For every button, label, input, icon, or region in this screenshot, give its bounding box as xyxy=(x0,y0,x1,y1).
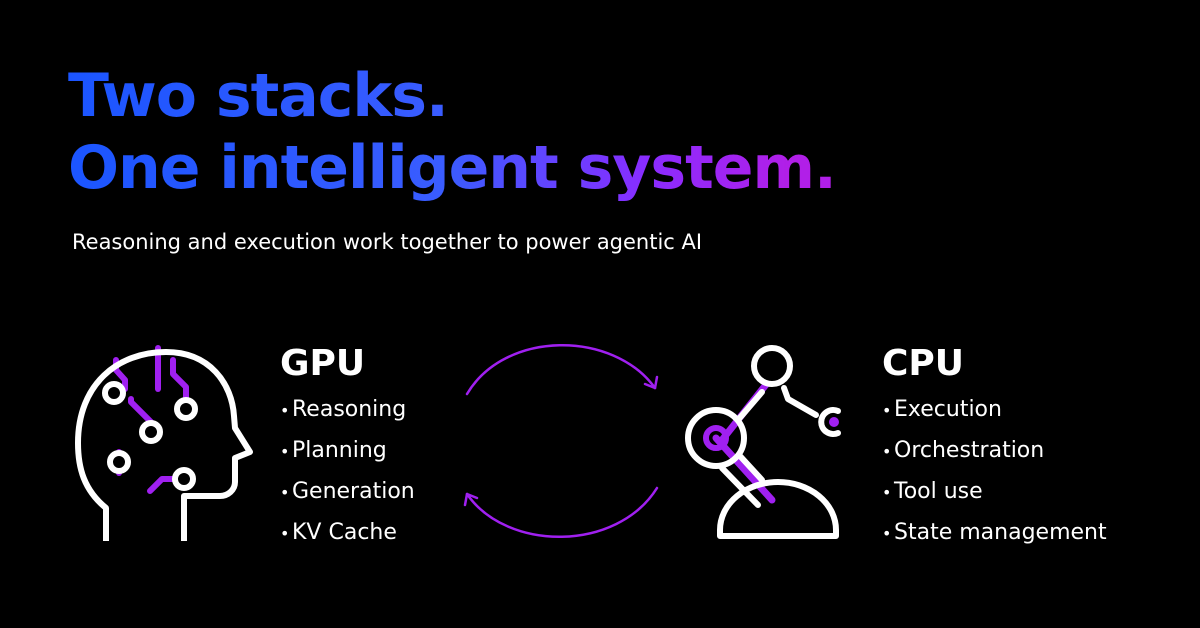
robot-arm-icon xyxy=(685,345,841,539)
subtitle: Reasoning and execution work together to… xyxy=(72,230,703,254)
cpu-item-orchestration: Orchestration xyxy=(882,431,1107,472)
cycle-arrows-icon xyxy=(463,344,659,538)
headline-line-1: Two stacks. xyxy=(68,61,448,131)
cpu-item-tool-use: Tool use xyxy=(882,472,1107,513)
cpu-item-execution: Execution xyxy=(882,390,1107,431)
head-circuit-icon xyxy=(75,345,253,541)
cpu-item-state-management: State management xyxy=(882,513,1107,554)
headline: Two stacks. One intelligent system. xyxy=(68,60,1068,204)
gpu-item-reasoning: Reasoning xyxy=(280,390,415,431)
cpu-title: CPU xyxy=(882,343,965,384)
cpu-feature-list: Execution Orchestration Tool use State m… xyxy=(882,390,1107,554)
gpu-item-generation: Generation xyxy=(280,472,415,513)
headline-line-2: One intelligent system. xyxy=(68,133,836,203)
gpu-title: GPU xyxy=(280,343,366,384)
gpu-feature-list: Reasoning Planning Generation KV Cache xyxy=(280,390,415,554)
gpu-item-kv-cache: KV Cache xyxy=(280,513,415,554)
gpu-item-planning: Planning xyxy=(280,431,415,472)
